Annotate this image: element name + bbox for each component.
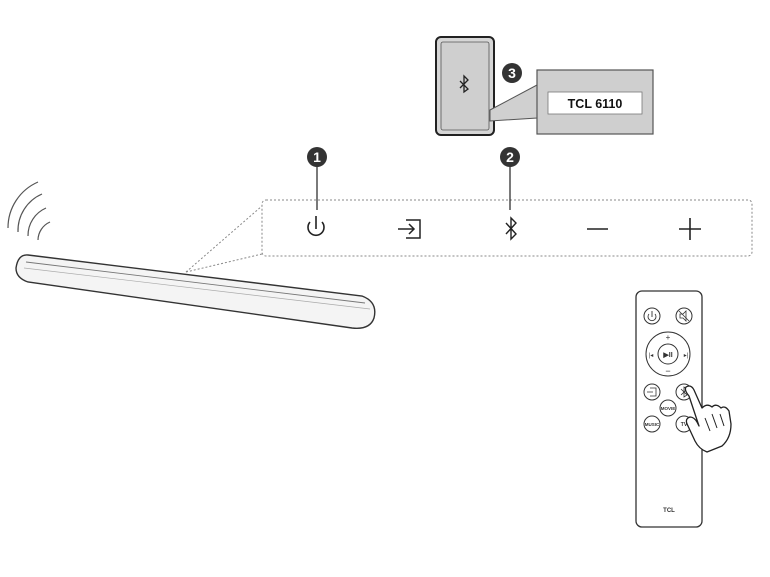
wireless-signal-icon	[7, 181, 51, 241]
bluetooth-icon	[505, 216, 517, 241]
remote-power-button[interactable]	[643, 307, 661, 325]
mute-icon	[679, 310, 687, 322]
remote-mute-button[interactable]	[675, 307, 693, 325]
volume-up-icon	[679, 218, 701, 240]
bluetooth-icon	[459, 74, 469, 94]
remote-music-button[interactable]: MUSIC	[643, 415, 661, 433]
callout-1-number: 1	[313, 149, 321, 165]
remote-next-icon[interactable]: ▸|	[684, 353, 689, 359]
power-icon	[307, 221, 325, 237]
remote-source-button[interactable]	[643, 383, 661, 401]
remote-navigation-ring: + − |◂ ▸| ▶II	[645, 331, 691, 377]
control-panel	[261, 199, 753, 257]
remote-previous-icon[interactable]: |◂	[649, 353, 654, 359]
bluetooth-button[interactable]	[505, 216, 517, 241]
remote-movie-label: MOVIE	[661, 406, 676, 411]
callout-3-number: 3	[508, 65, 516, 81]
source-input-icon	[647, 387, 657, 397]
zoom-wedge	[489, 84, 538, 122]
remote-music-label: MUSIC	[645, 422, 660, 427]
remote-play-pause-button[interactable]: ▶II	[657, 343, 679, 365]
remote-volume-up-button[interactable]: +	[666, 333, 671, 342]
play-pause-icon: ▶II	[662, 352, 672, 359]
zoom-lines	[185, 205, 263, 273]
soundbar	[15, 254, 376, 329]
remote-control: + − |◂ ▸| ▶II MOVIE MUSIC	[635, 290, 703, 528]
source-button[interactable]	[398, 219, 421, 239]
device-list-popup: TCL 6110	[536, 69, 654, 135]
source-input-icon	[398, 219, 421, 239]
remote-brand-logo: TCL	[663, 508, 675, 514]
callout-3: 3	[502, 63, 522, 83]
power-icon	[647, 313, 657, 322]
remote-movie-button[interactable]: MOVIE	[659, 399, 677, 417]
device-list-entry[interactable]: TCL 6110	[568, 97, 623, 111]
volume-up-button[interactable]	[679, 218, 701, 240]
smartphone	[435, 36, 495, 136]
pointing-hand-icon	[684, 385, 732, 453]
remote-volume-down-button[interactable]: −	[665, 366, 670, 376]
power-button[interactable]	[307, 216, 325, 237]
callout-2-number: 2	[506, 149, 514, 165]
callout-1: 1	[307, 147, 327, 210]
remote-tv-label: TV	[681, 422, 688, 428]
callout-2: 2	[500, 147, 520, 210]
